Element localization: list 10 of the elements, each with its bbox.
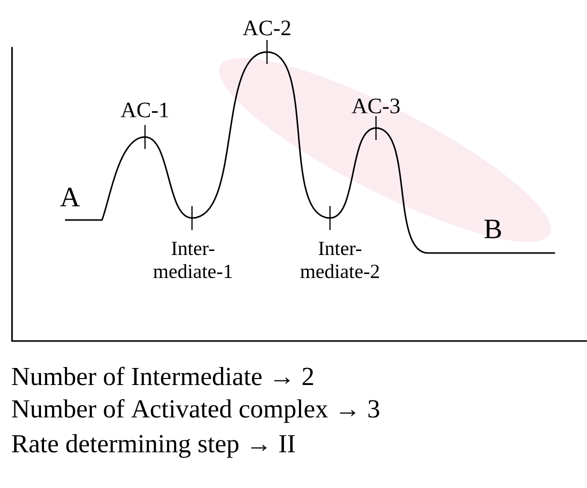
- intermediate-label: Inter- mediate-2: [300, 242, 379, 278]
- intermediate-label: Inter- mediate-1: [153, 242, 232, 278]
- note: Rate determining step → II: [12, 434, 295, 458]
- note: Number of Activated complex → 3: [12, 399, 380, 423]
- peak-label: AC-3: [352, 98, 400, 114]
- reactant-label: A: [60, 188, 80, 206]
- product-label: B: [484, 220, 501, 238]
- peak-label: AC-1: [120, 102, 168, 118]
- peak-label: AC-2: [242, 20, 290, 36]
- note: Number of Intermediate → 2: [12, 366, 314, 386]
